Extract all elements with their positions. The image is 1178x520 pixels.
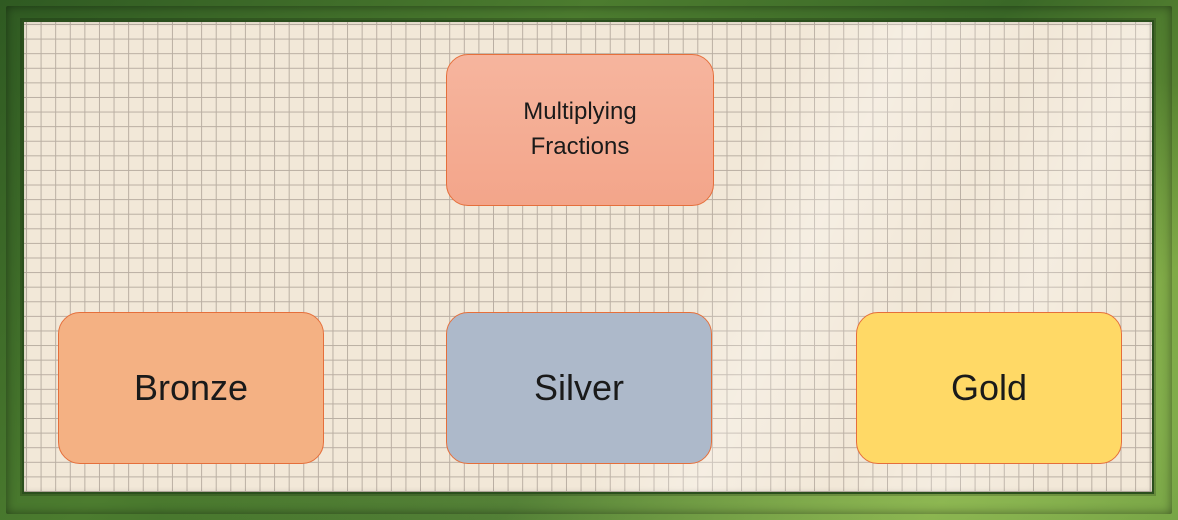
bronze-label: Bronze [133,367,249,408]
grid-paper: Multiplying Fractions Bronze Silver Gold [22,20,1154,494]
topic-title-text: Multiplying Fractions [523,98,637,160]
silver-label: Silver [533,367,625,408]
silver-button[interactable]: Silver [446,312,712,464]
gold-button[interactable]: Gold [856,312,1122,464]
bronze-button[interactable]: Bronze [58,312,324,464]
topic-title-box: Multiplying Fractions [446,54,714,206]
gold-label: Gold [950,367,1028,408]
